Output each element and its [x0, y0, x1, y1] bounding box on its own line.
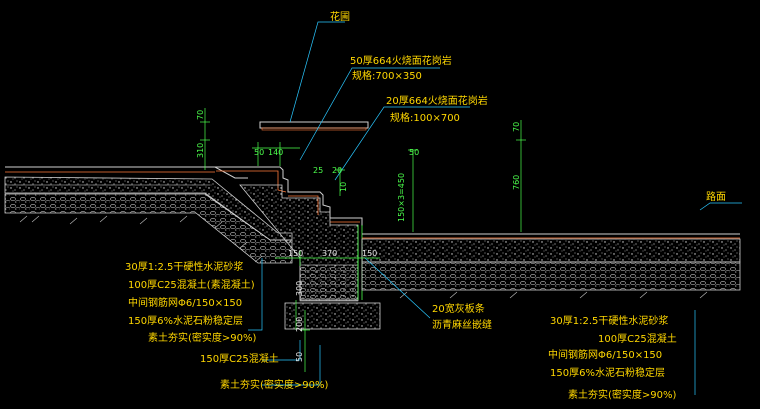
joint-label-2: 沥青麻丝嵌缝: [432, 318, 492, 331]
road-label: 路面: [706, 190, 726, 203]
dim-310: 310: [196, 143, 205, 158]
dimension-texts: 70 310 50 140 50 25 20 10 150×3=450 70 7…: [196, 110, 521, 362]
left-layer-2: 100厚C25混凝土(素混凝土): [128, 278, 255, 291]
left-layer-3: 中间钢筋网Φ6/150×150: [128, 296, 242, 309]
dim-10: 10: [339, 182, 348, 192]
left-layer-5: 素土夯实(密实度>90%): [148, 331, 257, 344]
dim-70-right: 70: [512, 122, 521, 132]
dim-200: 200: [295, 317, 304, 332]
dim-150x3: 150×3=450: [397, 173, 406, 222]
coping-spec-label: 50厚664火烧面花岗岩: [350, 54, 452, 67]
foundation-label-1: 150厚C25混凝土: [200, 352, 279, 365]
dim-300: 300: [295, 281, 304, 296]
dim-50-b: 50: [409, 148, 419, 157]
left-layer-1: 30厚1:2.5干硬性水泥砂浆: [125, 260, 243, 273]
right-pavement: [361, 233, 741, 299]
dim-50-c: 50: [295, 352, 304, 362]
dim-140: 140: [268, 148, 283, 157]
dim-760: 760: [512, 175, 521, 190]
right-layer-3: 中间钢筋网Φ6/150×150: [548, 348, 662, 361]
dim-150-a: 150: [288, 249, 303, 258]
joint-label-1: 20宽灰板条: [432, 302, 485, 315]
leader-lines: [289, 21, 742, 319]
dim-70-left: 70: [196, 110, 205, 120]
dim-50-a: 50: [254, 148, 264, 157]
step-stack: [215, 166, 381, 330]
right-layer-2: 100厚C25混凝土: [598, 332, 677, 345]
dim-25: 25: [313, 166, 323, 175]
right-layer-4: 150厚6%水泥石粉稳定层: [550, 366, 665, 379]
dim-370: 370: [322, 249, 337, 258]
step-size-label: 规格:100×700: [390, 111, 460, 124]
left-layer-4: 150厚6%水泥石粉稳定层: [128, 314, 243, 327]
coping-stone: [259, 121, 369, 131]
flower-bed-label: 花圃: [330, 10, 350, 23]
coping-size-label: 规格:700×350: [352, 69, 422, 82]
foundation-label-2: 素土夯实(密实度>90%): [220, 378, 329, 391]
dimension-lines: [200, 108, 526, 372]
right-layer-5: 素土夯实(密实度>90%): [568, 388, 677, 401]
dim-150-b: 150: [362, 249, 377, 258]
dim-20: 20: [332, 166, 342, 175]
right-layer-1: 30厚1:2.5干硬性水泥砂浆: [550, 314, 668, 327]
left-pavement: [4, 166, 293, 264]
layer-leaders: [248, 258, 696, 395]
left-layer-labels: 30厚1:2.5干硬性水泥砂浆 100厚C25混凝土(素混凝土) 中间钢筋网Φ6…: [125, 260, 257, 344]
step-spec-label: 20厚664火烧面花岗岩: [386, 94, 488, 107]
right-layer-labels: 30厚1:2.5干硬性水泥砂浆 100厚C25混凝土 中间钢筋网Φ6/150×1…: [548, 314, 677, 401]
